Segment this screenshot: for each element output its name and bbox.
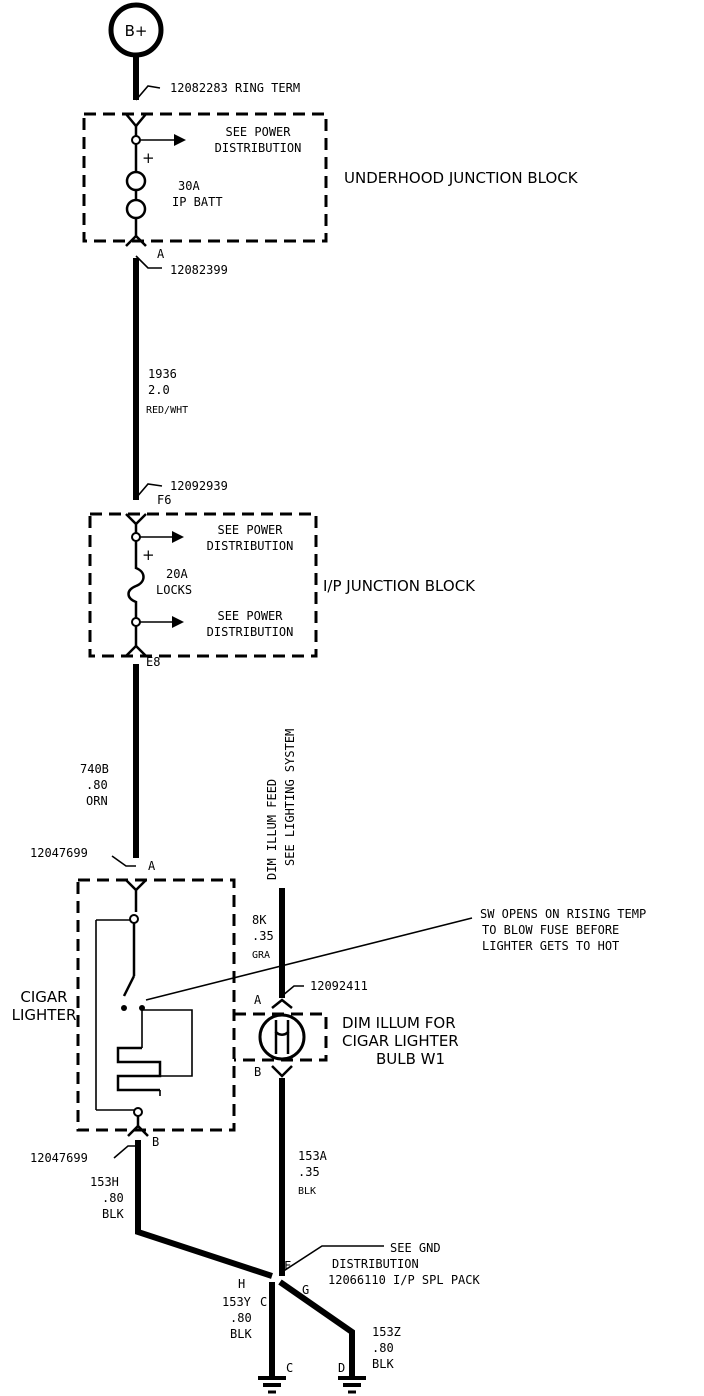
arrow-icon	[174, 134, 186, 146]
pin-arrow-top	[125, 113, 147, 128]
splice-dot-ip-2	[131, 617, 141, 627]
wire-153h-color: BLK	[102, 1207, 124, 1221]
wire-8k-circuit: 8K	[252, 913, 267, 927]
wire-8k-gauge: .35	[252, 929, 274, 943]
gnd-distribution-label: DISTRIBUTION	[332, 1257, 419, 1271]
spl-pack-label: 12066110 I/P SPL PACK	[328, 1273, 480, 1287]
wire-153z-color: BLK	[372, 1357, 394, 1371]
fuse-amp-20a: 20A	[166, 567, 188, 581]
fuse-name-ip-batt: IP BATT	[172, 195, 223, 209]
pin-a-label: A	[157, 247, 165, 261]
fuse-name-locks: LOCKS	[156, 583, 192, 597]
note-leader-line	[145, 917, 473, 1001]
splice-dot-ip-1	[131, 532, 141, 542]
fuse-amp-30a: 30A	[178, 179, 200, 193]
switch-contact	[129, 914, 139, 924]
gnd-pin-g: G	[302, 1283, 309, 1297]
dim-feed-line-1: DIM ILLUM FEED	[265, 779, 279, 880]
wire-740b-color: ORN	[86, 794, 108, 808]
wire-1936-gauge: 2.0	[148, 383, 170, 397]
connector-12092411: 12092411	[310, 979, 368, 993]
fuse-icon	[125, 170, 147, 192]
cigar-title-2: LIGHTER	[12, 1006, 77, 1024]
bulb-icon	[258, 1013, 306, 1061]
thermal-switch-icon	[122, 975, 136, 997]
connector-12047699-bottom: 12047699	[30, 1151, 88, 1165]
dim-feed-line-2: SEE LIGHTING SYSTEM	[283, 729, 297, 866]
arrow-icon	[172, 616, 184, 628]
ip-junction-block: SEE POWER DISTRIBUTION + 20A LOCKS SEE P…	[88, 512, 318, 658]
bulb-block	[234, 998, 328, 1078]
ip-see-power-a1: SEE POWER	[217, 523, 283, 537]
cigar-pin-b: B	[152, 1135, 159, 1149]
wire-153a-gauge: .35	[298, 1165, 320, 1179]
bulb-pin-b: B	[254, 1065, 261, 1079]
cigar-note-1: SW OPENS ON RISING TEMP	[480, 907, 646, 921]
bulb-pin-a: A	[254, 993, 262, 1007]
cigar-lighter-block	[76, 878, 236, 1137]
ip-plus-sign: +	[142, 546, 155, 564]
heating-element-icon	[116, 1046, 162, 1092]
wire-1936-color: RED/WHT	[146, 405, 188, 416]
wire-153y-circuit: 153Y	[222, 1295, 252, 1309]
connector-12082399: 12082399	[170, 263, 228, 277]
underhood-block-title: UNDERHOOD JUNCTION BLOCK	[344, 169, 579, 187]
ip-block-title: I/P JUNCTION BLOCK	[323, 577, 476, 595]
gnd-pin-f: F	[284, 1259, 291, 1273]
cigar-note-2: TO BLOW FUSE BEFORE	[482, 923, 619, 937]
ring-term-label: 12082283 RING TERM	[170, 81, 300, 95]
see-gnd-label: SEE GND	[390, 1241, 441, 1255]
bulb-title-2: CIGAR LIGHTER	[342, 1032, 459, 1050]
wire-153z-gauge: .80	[372, 1341, 394, 1355]
splice-dot	[131, 135, 141, 145]
cigar-title-1: CIGAR	[20, 988, 67, 1006]
connector-12047699-top: 12047699	[30, 846, 88, 860]
wire-153z-circuit: 153Z	[372, 1325, 401, 1339]
connector-12092939: 12092939	[170, 479, 228, 493]
ground-icon	[338, 1376, 366, 1394]
wire-153h-gauge: .80	[102, 1191, 124, 1205]
see-power-line-1: SEE POWER	[225, 125, 291, 139]
connector-tick-top	[135, 85, 161, 101]
battery-label: B+	[125, 22, 148, 40]
wire-153z	[278, 1279, 355, 1376]
cigar-note-3: LIGHTER GETS TO HOT	[482, 939, 619, 953]
plus-sign: +	[142, 149, 155, 167]
underhood-junction-block: SEE POWER DISTRIBUTION + 30A IP BATT	[82, 112, 328, 247]
gnd-pin-h: H	[238, 1277, 245, 1291]
battery-source: B+	[108, 2, 164, 58]
bulb-title-3: BULB W1	[376, 1050, 445, 1068]
ip-see-power-b2: DISTRIBUTION	[207, 625, 294, 639]
pin-e8-label: E8	[146, 655, 160, 669]
wire-153a-color: BLK	[298, 1186, 316, 1197]
wire-153y-color: BLK	[230, 1327, 252, 1341]
wire-740b-gauge: .80	[86, 778, 108, 792]
wire-153a-circuit: 153A	[298, 1149, 328, 1163]
cigar-pin-a: A	[148, 859, 156, 873]
ip-see-power-b1: SEE POWER	[217, 609, 283, 623]
see-power-line-2: DISTRIBUTION	[215, 141, 302, 155]
fuse-icon-20a	[127, 560, 145, 618]
gnd-pin-c: C	[286, 1361, 293, 1375]
wire-153h-circuit: 153H	[90, 1175, 119, 1189]
ground-icon	[258, 1376, 286, 1394]
wire-740b-circuit: 740B	[80, 762, 109, 776]
ip-see-power-a2: DISTRIBUTION	[207, 539, 294, 553]
gnd-pin-d: D	[338, 1361, 345, 1375]
bulb-title-1: DIM ILLUM FOR	[342, 1014, 456, 1032]
arrow-icon	[172, 531, 184, 543]
wire-153y-pin: C	[260, 1295, 267, 1309]
wire-8k-color: GRA	[252, 950, 270, 961]
wire-153h	[135, 1140, 273, 1279]
wire-1936-circuit: 1936	[148, 367, 177, 381]
pin-f6-label: F6	[157, 493, 171, 507]
wire-153y-gauge: .80	[230, 1311, 252, 1325]
